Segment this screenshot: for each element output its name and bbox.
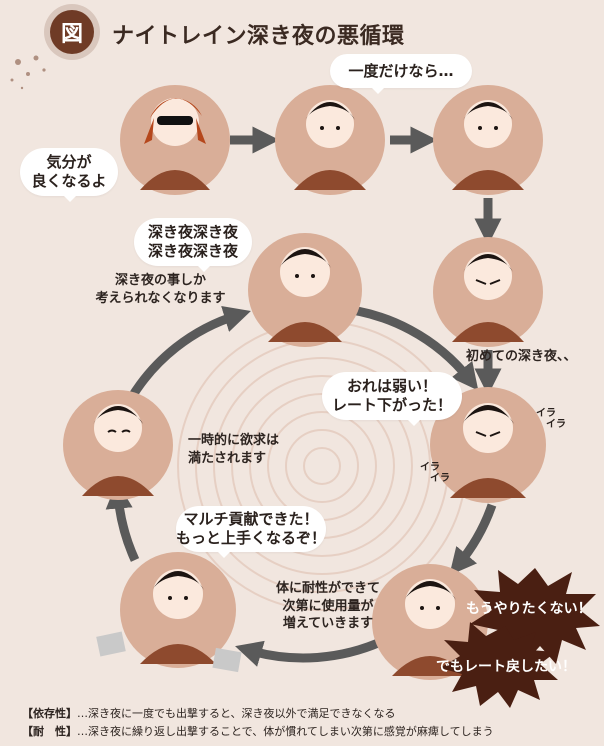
figure-obsessed [268,247,342,342]
arrow-left-to-top [126,306,251,403]
figure-angry [452,252,524,342]
bubble-multi: マルチ貢献できた！ もっと上手くなるぞ！ [176,506,326,558]
irritation-text-a: イラ イラ [536,408,566,430]
bubble-just-once: 一度だけなら… [330,54,472,94]
figure-multi [96,569,242,673]
caption-tolerance: 体に耐性ができて 次第に使用量が 増えていきます [275,581,380,632]
figure-dealer [140,98,210,190]
figure-badge: 図 [50,10,94,54]
starburst-restore-text: でもレート戻したい！ [436,659,576,675]
character-circles [63,85,546,680]
footer-dependency-tag: 【依存性】 [22,707,77,720]
page-title: ナイトレイン深き夜の悪循環 [112,24,405,49]
starburst-quit-text: もうやりたくない！ [466,601,592,617]
bubble-chant: 深き夜深き夜 深き夜深き夜 [134,218,252,272]
caption-only-think: 深き夜の事しか 考えられなくなります [95,273,226,306]
irritation-text-b: イラ イラ [420,462,450,484]
caption-first-time: 初めての深き夜、、 [466,349,577,364]
starburst-restore [440,622,558,708]
bubble-weak: おれは弱い！ レート下がった！ [322,372,462,426]
figures [82,98,526,676]
cycle-ring [105,303,497,667]
figure-hesitant [452,100,524,190]
bubble-feel-good: 気分が 良くなるよ [20,148,118,202]
footer-tolerance: 【耐 性】…深き夜に繰り返し出撃することで、体が慣れてしまい次第に感覚が麻痺して… [22,723,494,739]
arrow-bottom-left-to-left [105,481,140,562]
arrow-right-to-bottom-right [449,503,497,576]
figure-frustrated [450,403,526,498]
figure-just-once [294,100,366,190]
footer-tolerance-text: …深き夜に繰り返し出撃することで、体が慣れてしまい次第に感覚が麻痺してしまう [77,725,494,738]
arrow-bottom [235,635,387,667]
footer-tolerance-tag: 【耐 性】 [22,725,77,738]
paint-splatter-decoration [10,55,46,90]
footer-dependency-text: …深き夜に一度でも出撃すると、深き夜以外で満足できなくなる [77,707,396,720]
caption-satisfied: 一時的に欲求は 満たされます [188,433,280,466]
figure-distressed [392,579,468,676]
figure-satisfied [82,404,154,496]
footer-dependency: 【依存性】…深き夜に一度でも出撃すると、深き夜以外で満足できなくなる [22,705,396,721]
top-arrows [230,126,502,396]
starburst-shapes [440,568,600,708]
